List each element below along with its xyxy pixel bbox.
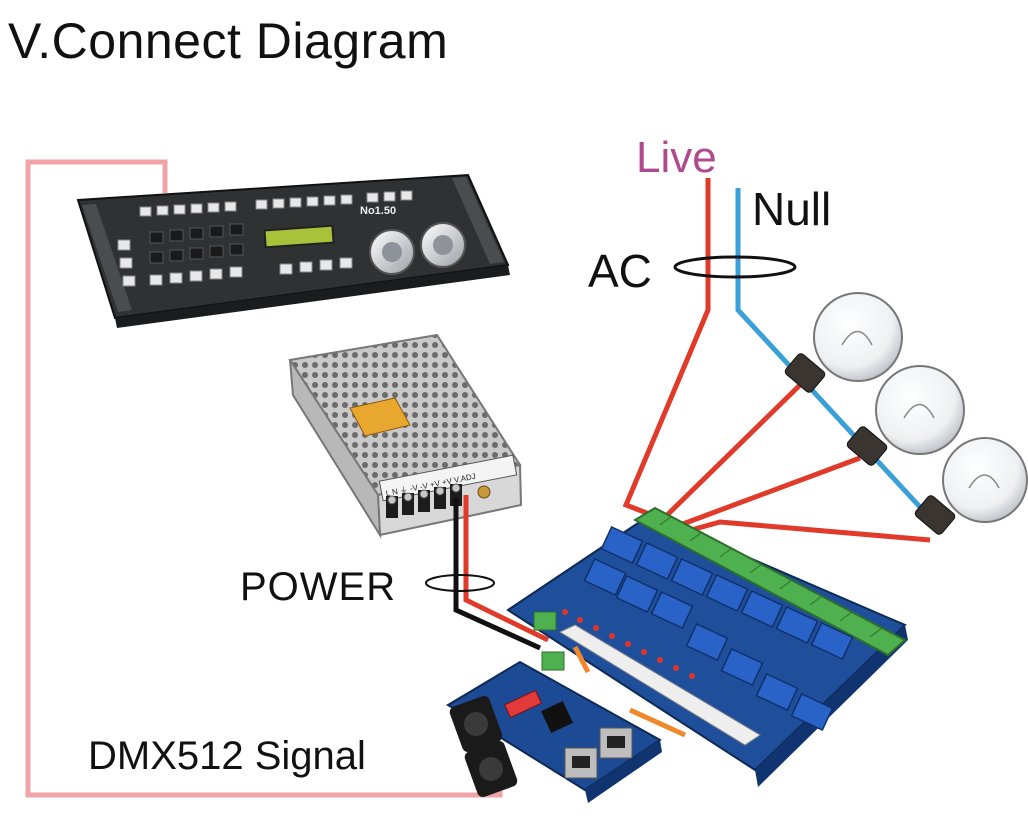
light-bulb [784,292,903,393]
relay-board [506,506,908,787]
page-title: V.Connect Diagram [8,13,449,69]
ac-label: AC [588,245,652,297]
dmx-controller-console: No1.50 [76,173,510,328]
light-bulb [846,365,965,466]
ac-bundle-ring [673,255,797,279]
power-bundle-ring [425,574,495,592]
dmx-signal-label: DMX512 Signal [88,734,366,778]
power-supply: L N ⏚ -V -V +V +V V.ADJ [288,333,523,539]
power-wire-red [463,495,550,643]
light-bulb [914,437,1028,535]
live-wire [622,178,711,523]
power-label: POWER [240,565,397,609]
power-wire-black [453,498,542,651]
dmx-signal-wire [25,159,503,798]
controller-brand: No1.50 [360,205,396,217]
dmx-decoder-board [446,660,662,803]
null-label: Null [752,183,832,235]
live-label: Live [636,133,717,182]
